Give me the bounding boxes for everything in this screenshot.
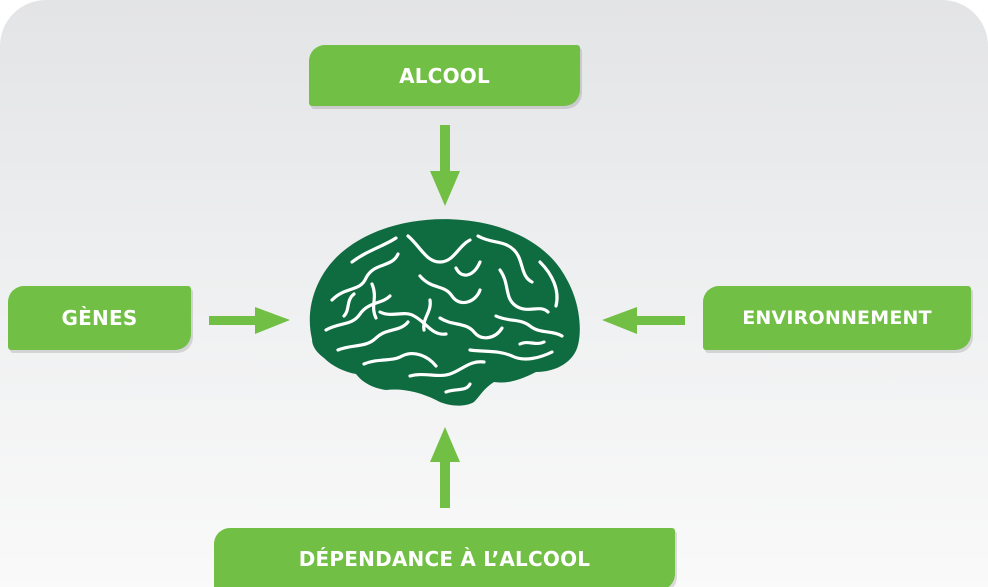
brain-icon — [309, 219, 580, 406]
node-environnement: ENVIRONNEMENT — [703, 286, 971, 350]
node-dependance-label: DÉPENDANCE À L’ALCOOL — [298, 547, 591, 571]
arrow-up-icon — [430, 427, 460, 508]
arrow-left-icon — [602, 307, 685, 334]
arrow-right-icon — [209, 307, 290, 334]
node-genes: GÈNES — [8, 286, 191, 350]
node-alcool-label: ALCOOL — [399, 63, 490, 88]
node-dependance: DÉPENDANCE À L’ALCOOL — [214, 528, 675, 587]
arrow-down-icon — [430, 125, 460, 206]
node-environnement-label: ENVIRONNEMENT — [742, 307, 932, 329]
node-alcool: ALCOOL — [309, 45, 580, 106]
node-genes-label: GÈNES — [61, 306, 138, 330]
